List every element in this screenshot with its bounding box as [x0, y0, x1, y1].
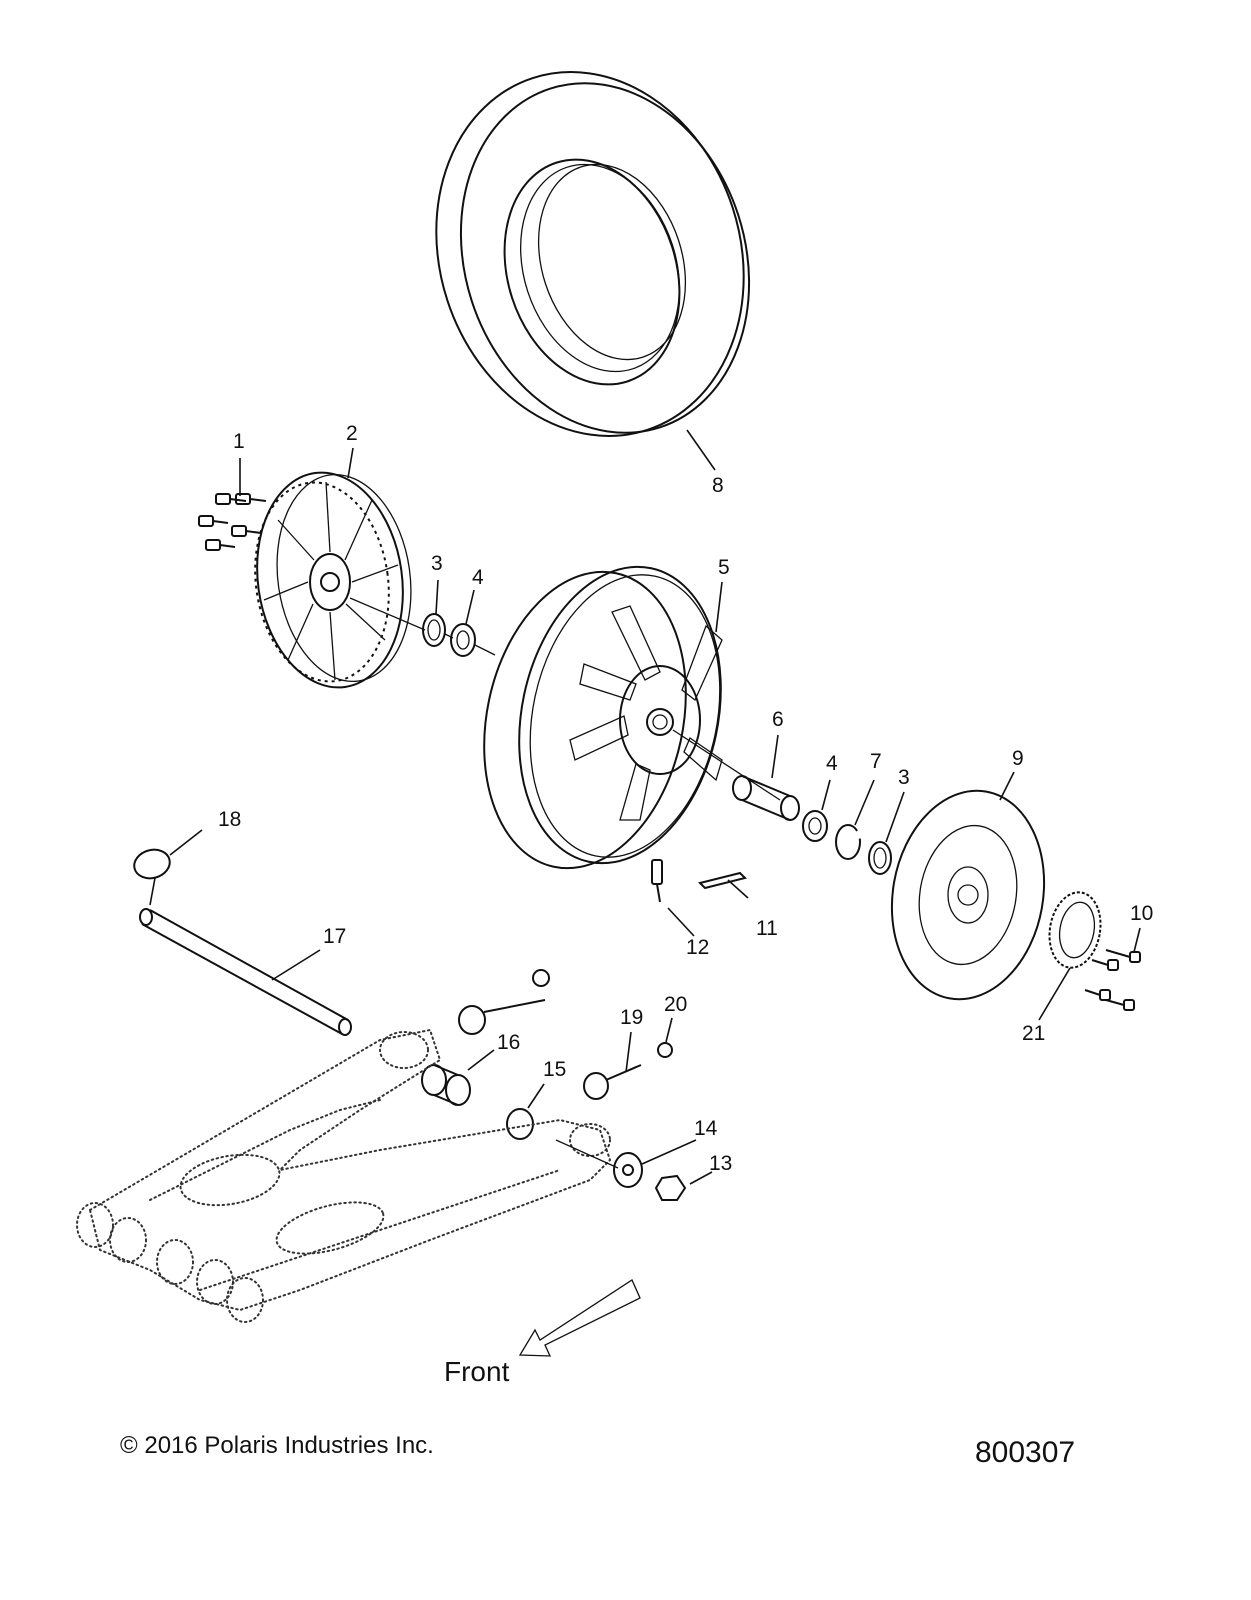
- disc-bolts: [1084, 949, 1141, 1011]
- callout-8: 8: [712, 474, 724, 497]
- front-arrow: [518, 1279, 641, 1357]
- axle-cap: [133, 848, 171, 880]
- wheel-weight: [698, 871, 747, 890]
- tone-ring: [1048, 891, 1102, 969]
- adjuster-plate: [613, 1152, 643, 1188]
- bushing-15: [506, 1108, 534, 1140]
- callout-1: 1: [233, 430, 245, 453]
- callout-3: 3: [431, 552, 443, 575]
- front-direction-label: Front: [444, 1356, 510, 1387]
- seal-left: [422, 613, 446, 647]
- callout-18: 18: [218, 808, 241, 831]
- brake-disc: [890, 789, 1046, 1001]
- rear-axle: [139, 908, 352, 1036]
- bolt-group: [198, 493, 267, 551]
- callout-3: 3: [898, 766, 910, 789]
- bushing-16: [421, 999, 546, 1106]
- copyright-notice: © 2016 Polaris Industries Inc.: [120, 1432, 434, 1459]
- callout-10: 10: [1130, 902, 1153, 925]
- callout-9: 9: [1012, 747, 1024, 770]
- valve-stem: [651, 859, 663, 903]
- bearing-right: [802, 810, 828, 842]
- bearing-left: [450, 623, 476, 657]
- callout-labels: 1 2 3 4 5 6 4 7 3 8 9 10 11 12 13 14 15 …: [218, 422, 1153, 1175]
- bolt-19: [583, 1064, 642, 1100]
- snap-ring: [835, 824, 861, 860]
- swingarm: [76, 1028, 612, 1323]
- callout-4: 4: [472, 566, 484, 589]
- cast-wheel: [483, 565, 723, 870]
- callout-15: 15: [543, 1058, 566, 1081]
- callout-12: 12: [686, 936, 709, 959]
- axle-nut: [654, 1174, 687, 1201]
- callout-2: 2: [346, 422, 358, 445]
- callout-14: 14: [694, 1117, 718, 1140]
- seal-right: [868, 841, 892, 875]
- callout-13: 13: [709, 1152, 732, 1175]
- spacer: [732, 775, 800, 821]
- drive-pulley: [254, 471, 412, 689]
- leader-lines: [149, 429, 1141, 1185]
- callout-11: 11: [756, 917, 778, 940]
- callout-17: 17: [323, 925, 346, 948]
- callout-20: 20: [664, 993, 687, 1016]
- diagram-reference-number: 800307: [975, 1436, 1076, 1469]
- callout-7: 7: [870, 750, 882, 773]
- nut-20: [532, 969, 673, 1058]
- tire: [435, 71, 751, 437]
- callout-21: 21: [1022, 1022, 1045, 1045]
- callout-4: 4: [826, 752, 838, 775]
- callout-16: 16: [497, 1031, 520, 1054]
- callout-5: 5: [718, 556, 730, 579]
- callout-19: 19: [620, 1006, 643, 1029]
- callout-6: 6: [772, 708, 784, 731]
